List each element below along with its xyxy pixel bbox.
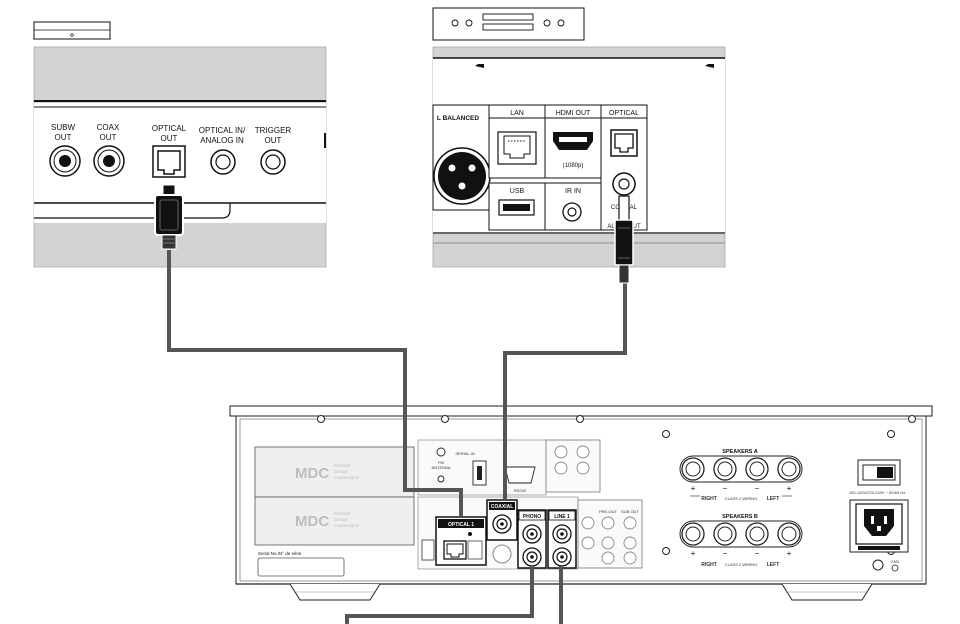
usb-label: USB — [510, 188, 525, 195]
hdmi-out-label: HDMI OUT — [556, 110, 591, 117]
line1-label: LINE 1 — [554, 514, 570, 520]
optical-out-label-2: OUT — [161, 134, 178, 143]
lan-label: LAN — [510, 110, 524, 117]
coax-out-label-1: COAX — [97, 123, 120, 132]
mdc-sub-2b: Design — [334, 517, 349, 522]
power-switch-icon — [857, 459, 901, 486]
source-panel-right: L BALANCED LAN HDMI OUT (1080p) OPTICAL … — [432, 46, 726, 268]
mdc-sub-1a: Modular — [334, 463, 351, 468]
phono-input: PHONO — [517, 509, 547, 569]
optical-cable — [154, 184, 463, 517]
optical-label: OPTICAL — [609, 110, 639, 117]
spk-b-right-label: RIGHT — [701, 562, 717, 568]
serial-number-label: Serial No./N° de série — [258, 551, 302, 556]
rs232-label: RS232 — [514, 488, 527, 493]
hdmi-res-label: (1080p) — [563, 163, 584, 169]
analog-cables — [345, 566, 563, 624]
optical1-input: OPTICAL 1 — [435, 516, 487, 566]
coaxial-cable — [503, 195, 634, 500]
mdc-module-2: MDC Modular Design Construction — [254, 496, 415, 546]
spk-a-plus-r: + — [691, 484, 696, 493]
spk-a-class2: CLASS 2 WIRING — [725, 496, 757, 501]
gnd-label: GND — [891, 559, 900, 564]
spk-b-minus-r: − — [723, 549, 728, 558]
power-inlet-icon — [849, 499, 909, 553]
aux-inputs — [545, 439, 643, 569]
speakers-b-terminals — [679, 520, 803, 548]
spk-a-right-label: RIGHT — [701, 496, 717, 502]
ir-in-label: IR IN — [565, 188, 581, 195]
speakers-a-terminals — [679, 455, 803, 483]
mdc-sub-1b: Design — [334, 469, 349, 474]
source-device-left-icon — [33, 21, 111, 40]
coaxial-input-label: COAXIAL — [491, 504, 514, 510]
balanced-label: L BALANCED — [437, 115, 479, 122]
mdc-module-1: MDC Modular Design Construction — [254, 446, 415, 498]
trigger-out-label-2: OUT — [265, 136, 282, 145]
coaxial-input: COAXIAL — [486, 499, 518, 564]
source-panel-left: SUBW OUT COAX OUT OPTICAL OUT OPTICAL IN… — [33, 46, 327, 268]
ground-screw-icon — [872, 559, 884, 571]
spk-b-plus-r: + — [691, 549, 696, 558]
speakers-b-label: SPEAKERS B — [722, 514, 758, 520]
optical1-label: OPTICAL 1 — [448, 522, 474, 528]
subw-out-label-1: SUBW — [51, 123, 75, 132]
spk-a-plus-l: + — [787, 484, 792, 493]
optical-in-label-1: OPTICAL IN/ — [199, 126, 246, 135]
serial-in-label: SERIAL IN — [455, 451, 474, 456]
coax-out-label-2: OUT — [100, 133, 117, 142]
spk-b-left-label: LEFT — [767, 562, 780, 568]
spk-b-plus-l: + — [787, 549, 792, 558]
fm-antenna-label-2: ANTENNA — [431, 465, 450, 470]
mdc-logo-1: MDC — [295, 465, 329, 482]
mdc-logo-2: MDC — [295, 513, 329, 530]
spk-a-left-label: LEFT — [767, 496, 780, 502]
pre-out-label: PRE-OUT — [599, 509, 618, 514]
optical-out-label-1: OPTICAL — [152, 124, 187, 133]
speakers-a-label: SPEAKERS A — [722, 449, 758, 455]
spk-a-minus-l: − — [755, 484, 760, 493]
spk-a-minus-r: − — [723, 484, 728, 493]
spk-b-class2: CLASS 2 WIRING — [725, 562, 757, 567]
power-rating-label: 100-120V/220-240V ~ 50/60 Hz — [849, 490, 905, 495]
optical-in-label-2: ANALOG IN — [200, 136, 244, 145]
phono-label: PHONO — [523, 514, 541, 520]
spk-b-minus-l: − — [755, 549, 760, 558]
amplifier-rear-panel: MDC Modular Design Construction MDC Modu… — [229, 405, 933, 601]
mdc-sub-2c: Construction — [334, 523, 360, 528]
subw-out-label-2: OUT — [55, 133, 72, 142]
trigger-out-label-1: TRIGGER — [255, 126, 292, 135]
fm-antenna-label-1: FM — [438, 460, 444, 465]
source-device-right-icon — [432, 7, 585, 41]
line1-input: LINE 1 — [547, 509, 577, 569]
sub-out-label: SUB OUT — [621, 509, 639, 514]
mdc-sub-1c: Construction — [334, 475, 360, 480]
mdc-sub-2a: Modular — [334, 511, 351, 516]
